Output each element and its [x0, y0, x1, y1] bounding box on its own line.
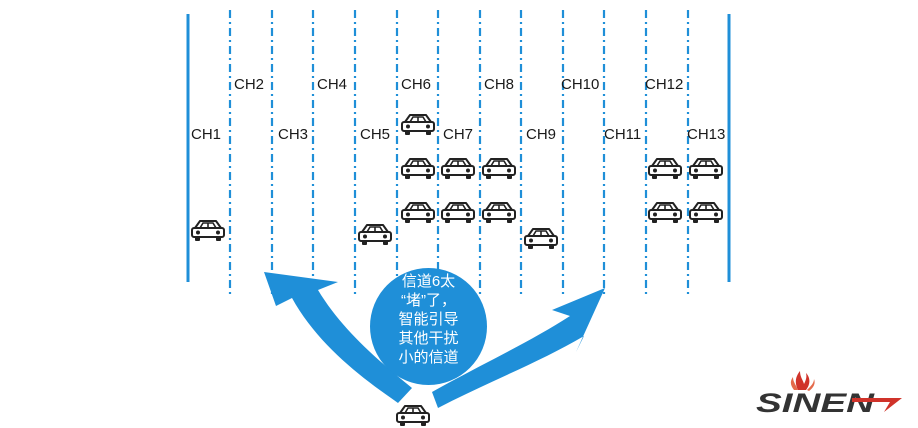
car-icon [401, 202, 435, 224]
channel-label-ch7: CH7 [443, 126, 474, 143]
car-icon [191, 220, 225, 242]
callout-line: 信道6太 [401, 273, 456, 290]
left-curved-arrow [264, 272, 412, 403]
callout-line: 其他干扰 [398, 330, 459, 347]
car-icon [524, 228, 558, 250]
channel-label-ch8: CH8 [484, 76, 515, 93]
channel-label-ch6: CH6 [401, 76, 432, 93]
car-icon [482, 158, 516, 180]
car-icon [482, 202, 516, 224]
lane-lines [186, 10, 731, 294]
channel-label-ch4: CH4 [317, 76, 348, 93]
right-curved-arrow [432, 288, 605, 408]
car-icon [441, 202, 475, 224]
flame-icon [790, 371, 815, 391]
logo-wordmark: SINEN [756, 388, 875, 418]
sinen-logo: SINEN [756, 371, 902, 418]
car-icon [689, 158, 723, 180]
callout-line: 智能引导 [398, 311, 459, 328]
car-icon [401, 158, 435, 180]
car-icon [358, 224, 392, 246]
channel-label-ch9: CH9 [526, 126, 557, 143]
callout-line: 小的信道 [398, 349, 459, 366]
channel-label-ch10: CH10 [561, 76, 600, 93]
car-icon [401, 114, 435, 136]
channel-label-ch11: CH11 [604, 126, 642, 143]
car-icon [648, 202, 682, 224]
channel-label-ch1: CH1 [191, 126, 222, 143]
callout-text: 信道6太 “堵”了， 智能引导 其他干扰 小的信道 [372, 272, 485, 367]
channel-label-ch13: CH13 [687, 126, 726, 143]
car-icon [396, 405, 430, 427]
car-icon [648, 158, 682, 180]
logo-swoosh [852, 398, 902, 412]
channel-label-ch3: CH3 [278, 126, 309, 143]
channel-label-ch2: CH2 [234, 76, 265, 93]
channel-label-ch12: CH12 [645, 76, 684, 93]
callout-bubble [370, 268, 487, 385]
callout-line: “堵”了， [401, 292, 456, 309]
channel-label-ch5: CH5 [360, 126, 391, 143]
car-icon [441, 158, 475, 180]
car-icon [689, 202, 723, 224]
